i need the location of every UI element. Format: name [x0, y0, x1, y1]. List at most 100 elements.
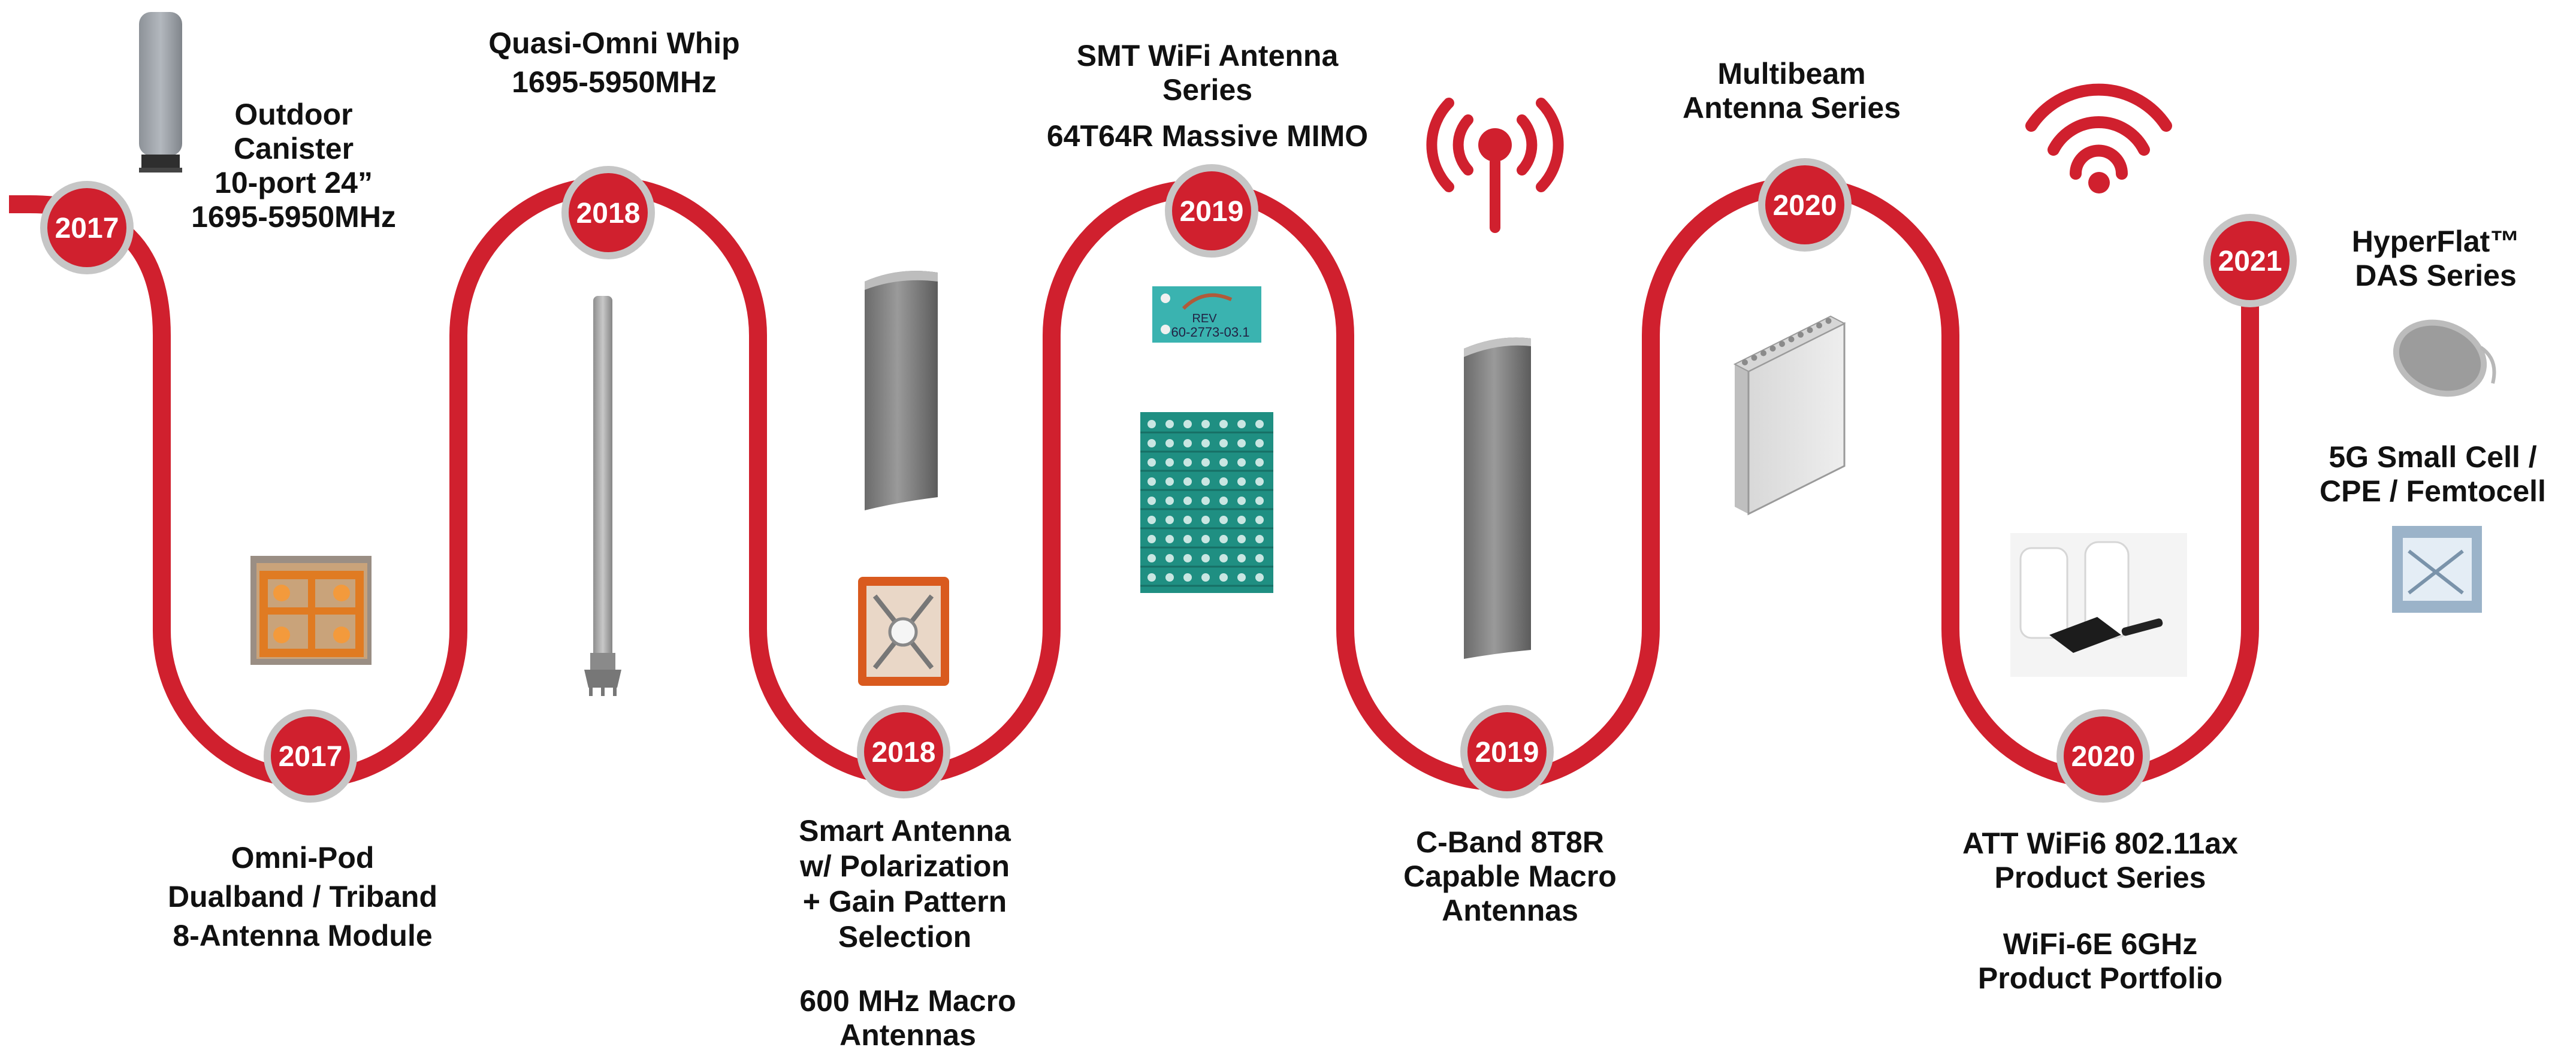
year-node-fill	[2210, 221, 2290, 300]
year-node: 2018	[857, 705, 950, 798]
multibeam-connector	[1760, 350, 1766, 356]
mimo-element	[1147, 458, 1156, 467]
mimo-element	[1183, 439, 1192, 447]
mimo-element	[1237, 497, 1246, 505]
smart-antenna-panel-image	[865, 271, 938, 510]
year-node-fill	[271, 716, 350, 795]
mimo-element	[1183, 458, 1192, 467]
multibeam-connector	[1769, 345, 1776, 352]
mimo-element	[1219, 420, 1228, 428]
year-node: 2019	[1460, 705, 1554, 798]
year-node-fill	[864, 712, 943, 791]
small-cell-label: 5G Small Cell / CPE / Femtocell	[2320, 440, 2546, 508]
quasi-omni-label: Quasi-Omni Whip 1695-5950MHz	[488, 26, 740, 99]
mimo-element	[1255, 439, 1264, 447]
mimo-element	[1165, 535, 1174, 543]
mimo-element	[1147, 535, 1156, 543]
mimo-element	[1219, 554, 1228, 562]
mimo-element	[1165, 516, 1174, 524]
multibeam-connector	[1816, 322, 1822, 329]
mimo-element	[1201, 516, 1210, 524]
mimo-element	[1201, 439, 1210, 447]
mimo-element	[1255, 420, 1264, 428]
multibeam-antenna-image	[1733, 315, 1846, 516]
mimo-element	[1147, 573, 1156, 582]
year-node: 2020	[2056, 709, 2150, 803]
mimo-element	[1201, 497, 1210, 505]
multibeam-connector	[1751, 355, 1757, 361]
mimo-element	[1165, 439, 1174, 447]
smt-wifi-pcb-image: REV 60-2773-03.1	[1152, 286, 1261, 343]
mimo-element	[1255, 573, 1264, 582]
mimo-element	[1147, 477, 1156, 486]
att-wifi6-products-image	[2010, 533, 2187, 677]
year-node-label: 2020	[1773, 190, 1837, 222]
mimo-element	[1255, 554, 1264, 562]
smt-wifi-label: SMT WiFi Antenna Series 64T64R Massive M…	[1046, 39, 1369, 153]
hyperflat-label: HyperFlat™ DAS Series	[2351, 225, 2520, 292]
year-node: 2020	[1758, 158, 1852, 252]
omni-pod-label: Omni-Pod Dualband / Triband 8-Antenna Mo…	[167, 841, 438, 952]
mimo-element	[1147, 497, 1156, 505]
mimo-element	[1219, 573, 1228, 582]
wifi-icon	[2025, 83, 2172, 193]
mimo-element	[1237, 458, 1246, 467]
year-node-label: 2020	[2071, 741, 2136, 773]
year-node: 2018	[561, 166, 655, 259]
year-node: 2017	[264, 709, 357, 803]
year-node-label: 2019	[1475, 737, 1539, 768]
mimo-element	[1165, 573, 1174, 582]
year-node: 2019	[1165, 164, 1258, 258]
c-band-panel-image	[1464, 337, 1531, 659]
mimo-element	[1255, 497, 1264, 505]
mimo-element	[1255, 535, 1264, 543]
mimo-element	[1183, 477, 1192, 486]
mimo-element	[1237, 516, 1246, 524]
mimo-element	[1237, 554, 1246, 562]
multibeam-label: Multibeam Antenna Series	[1682, 57, 1901, 125]
year-node: 2021	[2203, 214, 2297, 307]
mimo-element	[1201, 458, 1210, 467]
mimo-element	[1237, 477, 1246, 486]
mimo-element	[1183, 554, 1192, 562]
timeline-track	[9, 177, 2259, 791]
mimo-element	[1165, 554, 1174, 562]
hyperflat-dish-image	[2393, 319, 2496, 397]
mimo-element	[1165, 458, 1174, 467]
year-node: 2017	[40, 181, 134, 274]
mimo-element	[1201, 535, 1210, 543]
mimo-element	[1255, 477, 1264, 486]
pcb-rev-text: REV	[1192, 312, 1217, 325]
mimo-element	[1165, 420, 1174, 428]
signal-tower-icon	[1426, 98, 1564, 233]
mimo-element	[1237, 535, 1246, 543]
outdoor-canister-label: Outdoor Canister 10-port 24” 1695-5950MH…	[191, 98, 396, 234]
year-node-fill	[2064, 716, 2143, 795]
mimo-element	[1201, 554, 1210, 562]
mimo-element	[1219, 439, 1228, 447]
small-cell-image	[2392, 526, 2482, 613]
multibeam-connector	[1788, 336, 1795, 343]
year-node-fill	[47, 188, 126, 267]
year-node-label: 2018	[872, 737, 936, 768]
att-wifi6-label: ATT WiFi6 802.11ax Product Series WiFi-6…	[1962, 827, 2238, 995]
multibeam-connector	[1798, 331, 1804, 338]
mimo-element	[1255, 516, 1264, 524]
mimo-element	[1237, 420, 1246, 428]
mimo-element	[1219, 516, 1228, 524]
mimo-element	[1183, 535, 1192, 543]
mimo-element	[1219, 458, 1228, 467]
year-node-label: 2018	[576, 198, 641, 229]
mimo-element	[1147, 420, 1156, 428]
mimo-element	[1219, 535, 1228, 543]
smart-antenna-label: Smart Antenna w/ Polarization + Gain Pat…	[799, 814, 1011, 954]
mimo-element	[1219, 497, 1228, 505]
year-node-label: 2021	[2218, 246, 2282, 277]
macro-600-board-image	[858, 577, 949, 686]
outdoor-canister-image	[139, 12, 182, 173]
mimo-element	[1201, 573, 1210, 582]
mimo-element	[1201, 420, 1210, 428]
year-node-label: 2017	[279, 741, 343, 773]
mimo-element	[1201, 477, 1210, 486]
